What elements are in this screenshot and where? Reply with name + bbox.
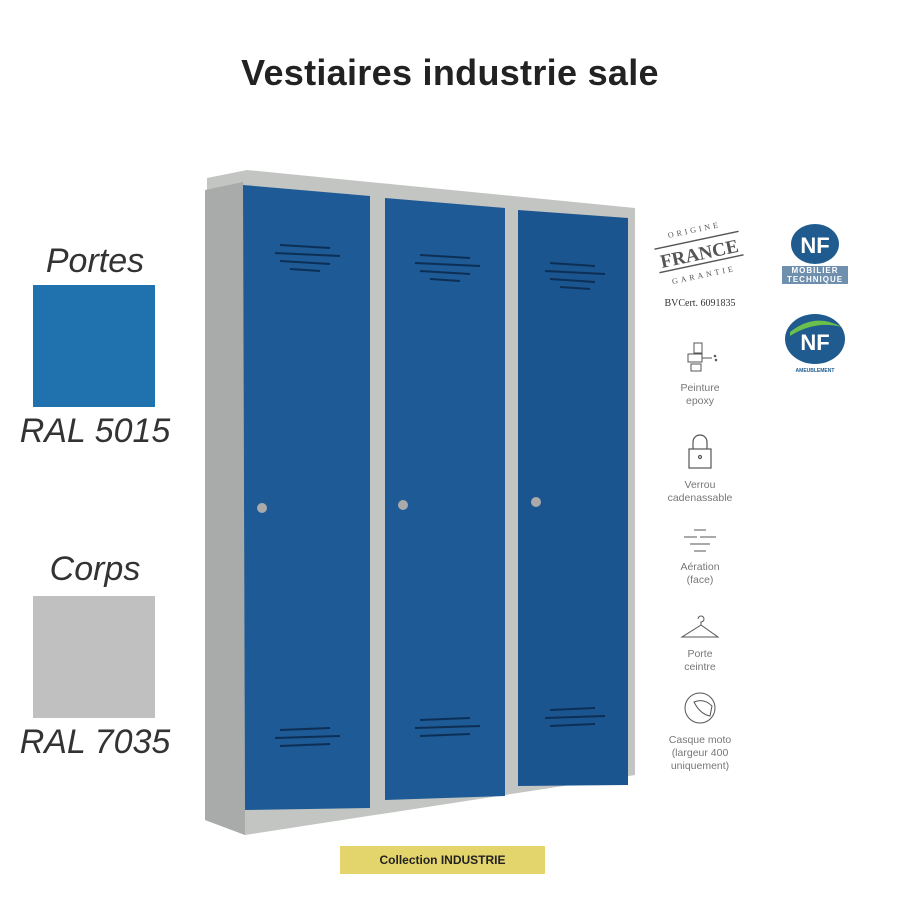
nf-environnement-logo: NF AMEUBLEMENT (785, 314, 845, 374)
feature-ventilation: Aération (face) (640, 527, 760, 587)
feature-label: ceintre (684, 661, 716, 673)
feature-label: Peinture (680, 382, 720, 394)
ventilation-icon (684, 529, 716, 552)
feature-label: epoxy (685, 395, 715, 407)
doors-color-swatch (33, 285, 155, 407)
svg-text:NF: NF (800, 330, 829, 355)
feature-padlock: Verrou cadenassable (640, 433, 760, 505)
nf-mobilier-technique-logo: NF (791, 224, 839, 264)
feature-label: Aération (680, 561, 720, 573)
padlock-icon (688, 434, 712, 469)
body-color-swatch (33, 596, 155, 718)
locker-door-3 (518, 210, 628, 786)
doors-color-label: Portes (45, 242, 145, 280)
body-color-label: Corps (49, 550, 141, 588)
locker-door-1 (243, 185, 370, 810)
body-ral-code: RAL 7035 (19, 723, 171, 761)
spray-gun-icon (687, 342, 718, 372)
feature-label: cadenassable (667, 492, 733, 504)
feature-epoxy-paint: Peinture epoxy (640, 340, 760, 408)
collection-badge: Collection INDUSTRIE (340, 846, 545, 874)
helmet-icon (684, 692, 716, 724)
feature-label: uniquement) (670, 760, 730, 772)
feature-label: (largeur 400 (671, 747, 729, 759)
bvcert-number: BVCert. 6091835 (664, 298, 736, 309)
locker-door-2 (385, 198, 505, 800)
hanger-icon (680, 615, 720, 638)
feature-label: Verrou (684, 479, 716, 491)
doors-ral-code: RAL 5015 (19, 412, 171, 450)
feature-hanger: Porte ceintre (640, 612, 760, 674)
feature-helmet: Casque moto (largeur 400 uniquement) (640, 690, 760, 773)
origine-france-garantie-logo: FRANCE ORIGINE GARANTIE (654, 220, 744, 286)
feature-label: (face) (686, 574, 714, 586)
page-title: Vestiaires industrie sale (241, 52, 659, 93)
locker-image (205, 170, 635, 835)
nf-mobilier-technique-label: MOBILIER TECHNIQUE (782, 266, 848, 284)
svg-text:NF: NF (800, 233, 829, 258)
feature-label: Porte (687, 648, 713, 660)
svg-text:AMEUBLEMENT: AMEUBLEMENT (796, 368, 835, 374)
feature-label: Casque moto (668, 734, 732, 746)
